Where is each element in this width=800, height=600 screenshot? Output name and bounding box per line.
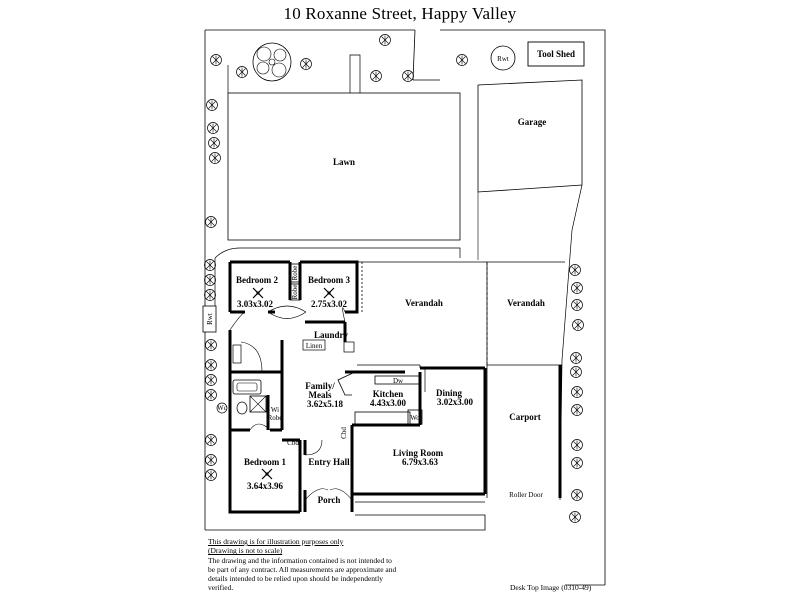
fan-icon-bedroom3 [323, 287, 335, 299]
fan-icon-bedroom2 [252, 287, 264, 299]
dining-size: 3.02x3.00 [437, 397, 474, 407]
rwt-top-label: Rwt [497, 55, 509, 63]
wc-label: Wc [217, 404, 227, 412]
wc-icon [216, 402, 228, 414]
family-name-1: Family/ [305, 381, 335, 391]
fan-icon-bedroom1 [261, 468, 273, 480]
rwt-side-label: Rwt [206, 313, 214, 325]
wi-robe-label-1: Wi [271, 406, 279, 414]
tool-shed-label: Tool Shed [537, 49, 575, 59]
cbd-label-2: Cbd [340, 427, 348, 439]
family-name-2: Meals [309, 390, 332, 400]
image-reference: Desk Top Image (0310-49) [510, 583, 592, 592]
toilet [236, 401, 248, 415]
rainwater-tank-top [490, 45, 516, 71]
verandah-label-1: Verandah [405, 298, 443, 308]
bedroom2-name: Bedroom 2 [236, 275, 279, 285]
laundry-tub [343, 341, 355, 353]
disclaimer-line-2: (Drawing is not to scale) [208, 546, 283, 556]
robe-2 [289, 283, 301, 301]
garage-label: Garage [518, 117, 547, 127]
vanity [232, 344, 242, 364]
wi-robe-label-2: Robe [268, 414, 283, 422]
property-address-title: 10 Roxanne Street, Happy Valley [283, 4, 517, 23]
disclaimer-line-1: This drawing is for illustration purpose… [208, 537, 344, 546]
bedroom1-size: 3.64x3.96 [247, 481, 284, 491]
robe-label-2: Robe [291, 285, 299, 300]
bathtub [232, 379, 262, 395]
lawn-label: Lawn [333, 157, 355, 167]
tool-shed [527, 41, 585, 67]
shower [249, 395, 267, 413]
linen-cupboard [302, 339, 326, 351]
bedroom1-name: Bedroom 1 [244, 457, 287, 467]
porch-label: Porch [318, 495, 341, 505]
roller-door-label: Roller Door [509, 491, 543, 499]
cbd-label-1: Cbd [287, 439, 299, 447]
living-room-size: 6.79x3.63 [402, 457, 439, 467]
dw-label: Dw [393, 377, 404, 385]
verandah-lines [355, 261, 565, 503]
living-room-name: Living Room [393, 448, 444, 458]
lawn-area [227, 92, 461, 241]
robe-1 [289, 263, 301, 283]
bedroom3-name: Bedroom 3 [308, 275, 351, 285]
entry-hall-label: Entry Hall [308, 457, 350, 467]
family-size: 3.62x5.18 [307, 399, 344, 409]
wo-label: Wo [410, 414, 420, 422]
tree-icon [252, 42, 292, 82]
verandah-label-2: Verandah [507, 298, 545, 308]
kitchen-benches [337, 371, 423, 425]
dining-name: Dining [436, 388, 463, 398]
rainwater-tank-side [202, 305, 217, 333]
laundry-label: Laundry [314, 330, 349, 340]
robe-label-1: Robe [291, 266, 299, 281]
kitchen-size: 4.43x3.00 [370, 398, 407, 408]
disclaimer-body: The drawing and the information containe… [208, 555, 397, 593]
garage-outline [477, 79, 583, 193]
disclaimer: This drawing is for illustration purpose… [208, 537, 398, 593]
site-boundary [204, 29, 606, 586]
kitchen-name: Kitchen [373, 389, 404, 399]
linen-label: Linen [306, 342, 323, 350]
bedroom2-size: 3.03x3.02 [237, 299, 274, 309]
bedroom3-size: 2.75x3.02 [311, 299, 348, 309]
carport-label: Carport [509, 412, 541, 422]
